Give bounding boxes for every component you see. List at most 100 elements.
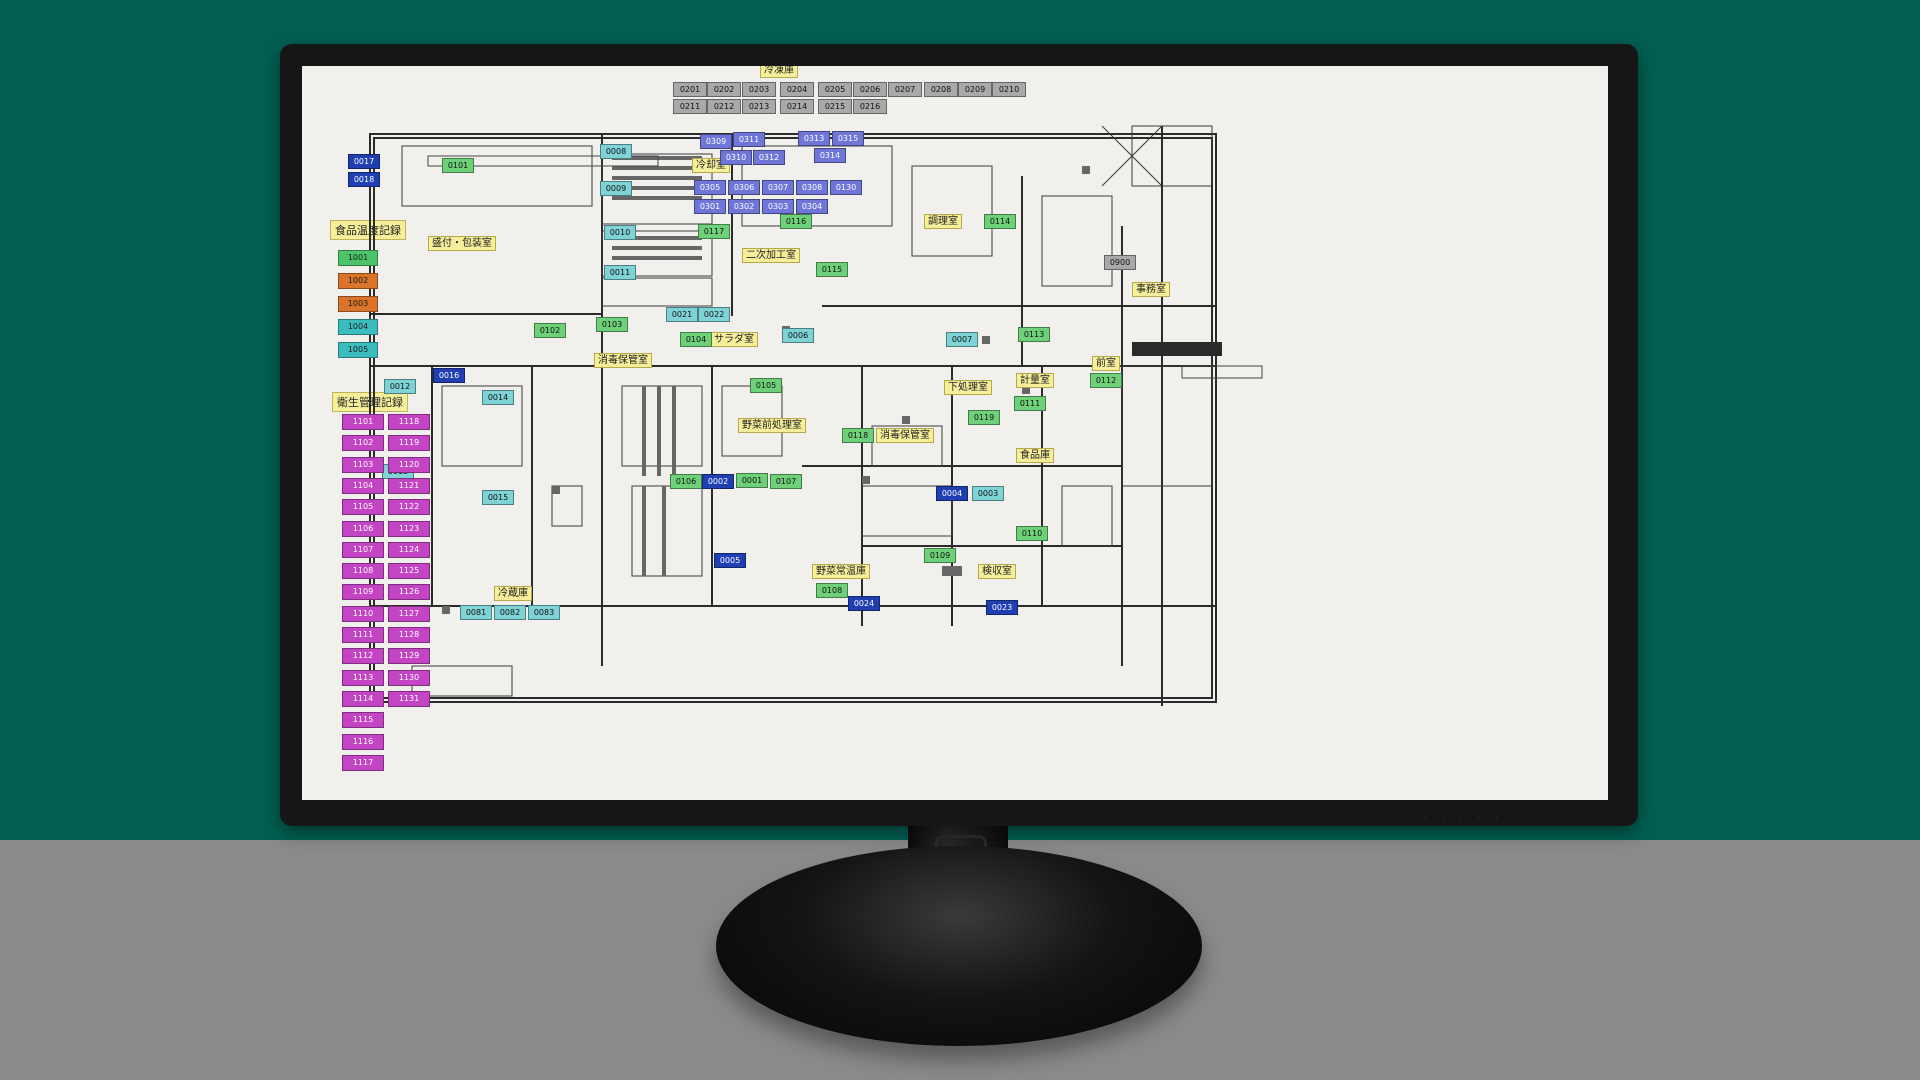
zone-tag[interactable]: 0213 xyxy=(742,99,776,114)
hygiene-chip[interactable]: 1107 xyxy=(342,541,384,558)
zone-tag[interactable]: 0012 xyxy=(384,379,416,394)
zone-tag[interactable]: 0216 xyxy=(853,99,887,114)
zone-tag[interactable]: 0119 xyxy=(968,410,1000,425)
zone-tag[interactable]: 0108 xyxy=(816,583,848,598)
hygiene-chip[interactable]: 1115 xyxy=(342,712,384,729)
zone-tag[interactable]: 0113 xyxy=(1018,327,1050,342)
zone-tag[interactable]: 0207 xyxy=(888,82,922,97)
zone-tag[interactable]: 0009 xyxy=(600,181,632,196)
zone-tag[interactable]: 0314 xyxy=(814,148,846,163)
zone-tag[interactable]: 0005 xyxy=(714,553,746,568)
zone-tag[interactable]: 0312 xyxy=(753,150,785,165)
zone-tag[interactable]: 0215 xyxy=(818,99,852,114)
food-temp-chip[interactable]: 1003 xyxy=(338,296,378,312)
zone-tag[interactable]: 0010 xyxy=(604,225,636,240)
zone-tag[interactable]: 0208 xyxy=(924,82,958,97)
zone-tag[interactable]: 0205 xyxy=(818,82,852,97)
zone-tag[interactable]: 0111 xyxy=(1014,396,1046,411)
bezel-buttons[interactable]: · · · · · · xyxy=(1424,814,1522,824)
hygiene-chip[interactable]: 1102 xyxy=(342,435,384,452)
zone-tag[interactable]: 0206 xyxy=(853,82,887,97)
zone-tag[interactable]: 0107 xyxy=(770,474,802,489)
zone-tag[interactable]: 0081 xyxy=(460,605,492,620)
zone-tag[interactable]: 0900 xyxy=(1104,255,1136,270)
zone-tag[interactable]: 0211 xyxy=(673,99,707,114)
zone-tag[interactable]: 0302 xyxy=(728,199,760,214)
zone-tag[interactable]: 0102 xyxy=(534,323,566,338)
zone-tag[interactable]: 0103 xyxy=(596,317,628,332)
hygiene-chip[interactable]: 1128 xyxy=(388,627,430,643)
hygiene-chip[interactable]: 1108 xyxy=(342,563,384,580)
hygiene-chip[interactable]: 1118 xyxy=(388,414,430,430)
zone-tag[interactable]: 0306 xyxy=(728,180,760,195)
zone-tag[interactable]: 0112 xyxy=(1090,373,1122,388)
zone-tag[interactable]: 0308 xyxy=(796,180,828,195)
zone-tag[interactable]: 0201 xyxy=(673,82,707,97)
zone-tag[interactable]: 0023 xyxy=(986,600,1018,615)
zone-tag[interactable]: 0304 xyxy=(796,199,828,214)
zone-tag[interactable]: 0130 xyxy=(830,180,862,195)
zone-tag[interactable]: 0082 xyxy=(494,605,526,620)
zone-tag[interactable]: 0210 xyxy=(992,82,1026,97)
hygiene-chip[interactable]: 1113 xyxy=(342,669,384,686)
hygiene-chip[interactable]: 1126 xyxy=(388,584,430,601)
hygiene-chip[interactable]: 1103 xyxy=(342,456,384,473)
zone-tag[interactable]: 0021 xyxy=(666,307,698,322)
zone-tag[interactable]: 0017 xyxy=(348,154,380,169)
hygiene-chip[interactable]: 1116 xyxy=(342,733,384,750)
zone-tag[interactable]: 0006 xyxy=(782,328,814,343)
zone-tag[interactable]: 0015 xyxy=(482,490,514,505)
zone-tag[interactable]: 0016 xyxy=(433,368,465,383)
zone-tag[interactable]: 0007 xyxy=(946,332,978,347)
food-temp-chip[interactable]: 1004 xyxy=(338,319,378,335)
zone-tag[interactable]: 0313 xyxy=(798,131,830,146)
zone-tag[interactable]: 0105 xyxy=(750,378,782,393)
zone-tag[interactable]: 0008 xyxy=(600,144,632,159)
zone-tag[interactable]: 0301 xyxy=(694,199,726,214)
zone-tag[interactable]: 0101 xyxy=(442,158,474,173)
zone-tag[interactable]: 0001 xyxy=(736,473,768,488)
food-temp-chip[interactable]: 1005 xyxy=(338,342,378,358)
zone-tag[interactable]: 0024 xyxy=(848,596,880,611)
zone-tag[interactable]: 0109 xyxy=(924,548,956,563)
zone-tag[interactable]: 0305 xyxy=(694,180,726,195)
zone-tag[interactable]: 0204 xyxy=(780,82,814,97)
hygiene-chip[interactable]: 1130 xyxy=(388,669,430,686)
hygiene-chip[interactable]: 1122 xyxy=(388,499,430,516)
hygiene-chip[interactable]: 1125 xyxy=(388,563,430,580)
hygiene-chip[interactable]: 1104 xyxy=(342,477,384,494)
hygiene-chip[interactable]: 1106 xyxy=(342,520,384,537)
zone-tag[interactable]: 0303 xyxy=(762,199,794,214)
hygiene-chip[interactable]: 1101 xyxy=(342,414,384,430)
zone-tag[interactable]: 0310 xyxy=(720,150,752,165)
zone-tag[interactable]: 0018 xyxy=(348,172,380,187)
hygiene-chip[interactable]: 1105 xyxy=(342,499,384,516)
zone-tag[interactable]: 0004 xyxy=(936,486,968,501)
zone-tag[interactable]: 0116 xyxy=(780,214,812,229)
zone-tag[interactable]: 0115 xyxy=(816,262,848,277)
zone-tag[interactable]: 0209 xyxy=(958,82,992,97)
zone-tag[interactable]: 0110 xyxy=(1016,526,1048,541)
hygiene-chip[interactable]: 1121 xyxy=(388,477,430,494)
zone-tag[interactable]: 0315 xyxy=(832,131,864,146)
zone-tag[interactable]: 0002 xyxy=(702,474,734,489)
zone-tag[interactable]: 0114 xyxy=(984,214,1016,229)
zone-tag[interactable]: 0118 xyxy=(842,428,874,443)
hygiene-chip[interactable]: 1111 xyxy=(342,627,384,643)
hygiene-chip[interactable]: 1119 xyxy=(388,435,430,452)
zone-tag[interactable]: 0202 xyxy=(707,82,741,97)
zone-tag[interactable]: 0214 xyxy=(780,99,814,114)
zone-tag[interactable]: 0203 xyxy=(742,82,776,97)
zone-tag[interactable]: 0022 xyxy=(698,307,730,322)
hygiene-chip[interactable]: 1123 xyxy=(388,520,430,537)
zone-tag[interactable]: 0011 xyxy=(604,265,636,280)
zone-tag[interactable]: 0003 xyxy=(972,486,1004,501)
zone-tag[interactable]: 0307 xyxy=(762,180,794,195)
hygiene-chip[interactable]: 1124 xyxy=(388,541,430,558)
zone-tag[interactable]: 0311 xyxy=(733,132,765,147)
zone-tag[interactable]: 0104 xyxy=(680,332,712,347)
food-temp-chip[interactable]: 1001 xyxy=(338,250,378,266)
hygiene-chip[interactable]: 1112 xyxy=(342,648,384,665)
zone-tag[interactable]: 0212 xyxy=(707,99,741,114)
hygiene-chip[interactable]: 1129 xyxy=(388,648,430,665)
